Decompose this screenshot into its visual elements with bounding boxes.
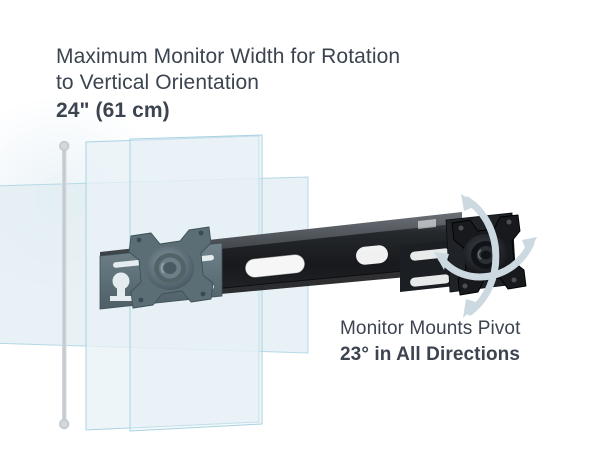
callout-top-line1: Maximum Monitor Width for Rotation — [56, 45, 401, 68]
pivot-direction-arrows — [434, 194, 537, 318]
pivot-arrow-horizontal — [434, 237, 537, 281]
vesa-plate-left — [99, 226, 223, 310]
vertical-measure-line — [58, 140, 70, 430]
callout-max-monitor-width: Maximum Monitor Width for Rotation to Ve… — [56, 44, 486, 124]
callout-bottom-line2: 23° in All Directions — [340, 344, 521, 365]
pivot-arrow-vertical — [461, 194, 500, 318]
callout-top-line2: to Vertical Orientation — [56, 71, 260, 94]
callout-bottom-line1: Monitor Mounts Pivot — [340, 318, 521, 339]
keyhole-slot — [110, 272, 132, 301]
callout-pivot-range: Monitor Mounts Pivot 23° in All Directio… — [340, 316, 590, 367]
vesa-bracket-left — [128, 226, 214, 309]
callout-top-line3: 24" (61 cm) — [56, 99, 170, 122]
